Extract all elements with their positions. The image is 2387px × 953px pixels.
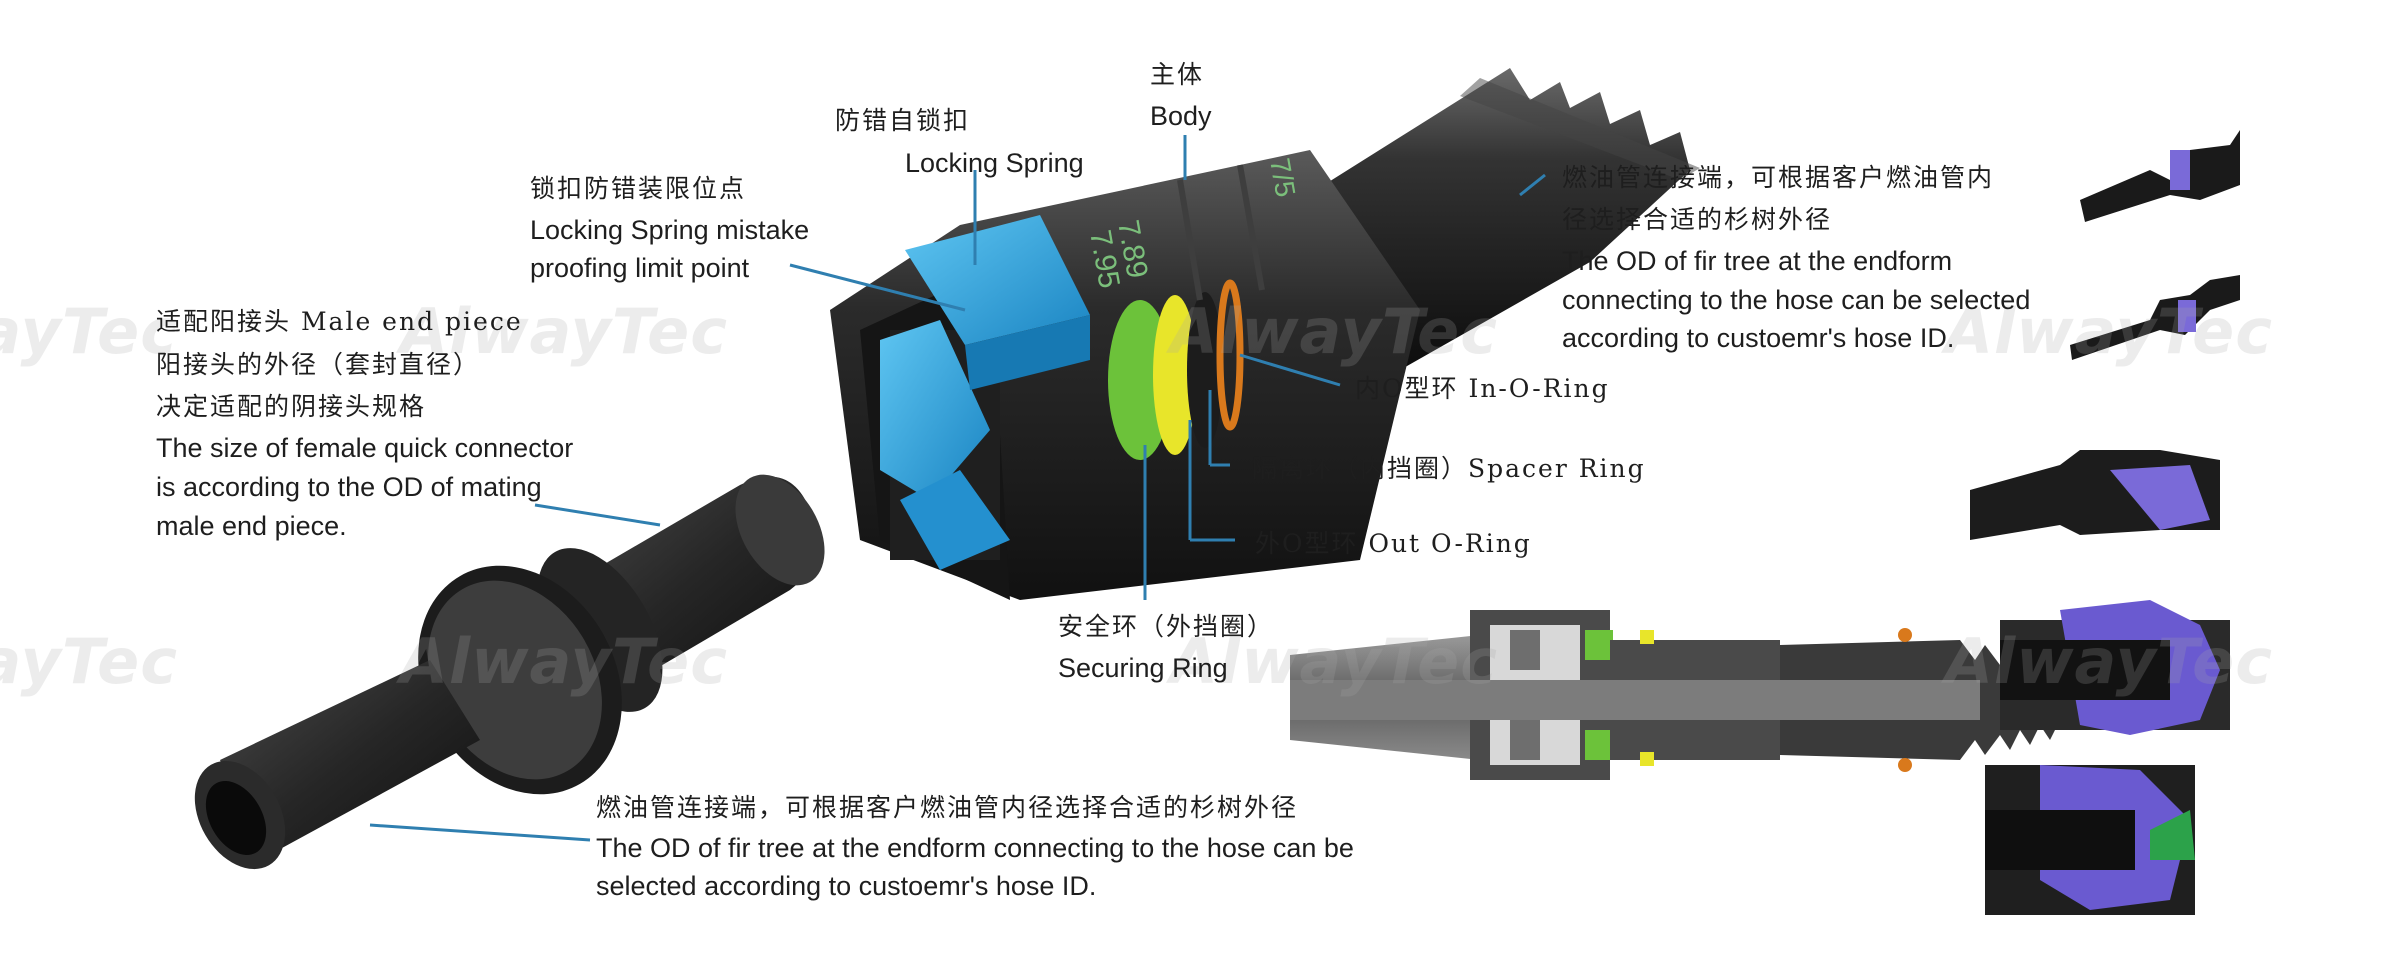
watermark: AlwayTec (0, 295, 178, 368)
watermark: AlwayTec (1170, 625, 1498, 698)
male-end-label-zh-1: 适配阳接头 Male end piece (156, 307, 523, 336)
body-label-zh: 主体 (1150, 60, 1205, 89)
watermark: AlwayTec (1945, 625, 2273, 698)
fir-tree-top-label-zh-2: 径选择合适的杉树外径 (1562, 205, 1833, 234)
watermark: AlwayTec (1945, 295, 2273, 368)
in-o-ring-label: 内O型环 In-O-Ring (1355, 374, 1610, 403)
leader-lines (369, 135, 1546, 842)
installation-photo-5 (1985, 765, 2195, 915)
fir-tree-top-label-en-3: according to custoemr's hose ID. (1562, 323, 1955, 353)
locking-spring-label-zh: 防错自锁扣 (835, 106, 971, 135)
locking-spring-label-en: Locking Spring (905, 148, 1084, 178)
limit-point-label-zh: 锁扣防错装限位点 (530, 174, 747, 203)
fir-tree-top-label-en-1: The OD of fir tree at the endform (1562, 246, 1953, 276)
fir-tree-top-label-zh-1: 燃油管连接端，可根据客户燃油管内 (1562, 163, 1995, 192)
fir-tree-bottom-label-en-1: The OD of fir tree at the endform connec… (596, 833, 1354, 863)
installation-photo-4 (2000, 600, 2230, 735)
limit-point-label-en-2: proofing limit point (530, 253, 750, 283)
male-end-label-en-2: is according to the OD of mating (156, 472, 542, 502)
limit-point-label-en-1: Locking Spring mistake (530, 215, 810, 245)
watermark: AlwayTec (400, 295, 728, 368)
out-o-ring-label: 外O型环 Out O-Ring (1255, 529, 1532, 558)
watermark: AlwayTec (400, 625, 728, 698)
installation-photo-2 (2070, 275, 2240, 360)
male-end-label-zh-3: 决定适配的阴接头规格 (156, 392, 427, 421)
watermark: AlwayTec (1170, 295, 1498, 368)
body-label-en: Body (1150, 101, 1212, 131)
fir-tree-bottom-label-zh: 燃油管连接端，可根据客户燃油管内径选择合适的杉树外径 (596, 793, 1299, 822)
securing-ring-label-zh: 安全环（外挡圈） (1058, 612, 1275, 641)
spacer-ring-label: 隔离环（内挡圈）Spacer Ring (1252, 454, 1646, 483)
male-end-label-zh-2: 阳接头的外径（套封直径） (156, 350, 481, 379)
securing-ring-label-en: Securing Ring (1058, 653, 1228, 683)
male-end-label-en-3: male end piece. (156, 511, 347, 541)
male-end-piece (194, 474, 825, 870)
body-marking-3: 7/5 (1264, 156, 1301, 200)
installation-photo-3 (1970, 450, 2220, 540)
fir-tree-top-label-en-2: connecting to the hose can be selected (1562, 285, 2031, 315)
male-end-label-en-1: The size of female quick connector (156, 433, 574, 463)
watermark: AlwayTec (0, 625, 178, 698)
fir-tree-bottom-label-en-2: selected according to custoemr's hose ID… (596, 871, 1097, 901)
section-view (1290, 610, 2060, 780)
quick-connector-body (830, 68, 1700, 600)
installation-photo-1 (2080, 130, 2240, 222)
